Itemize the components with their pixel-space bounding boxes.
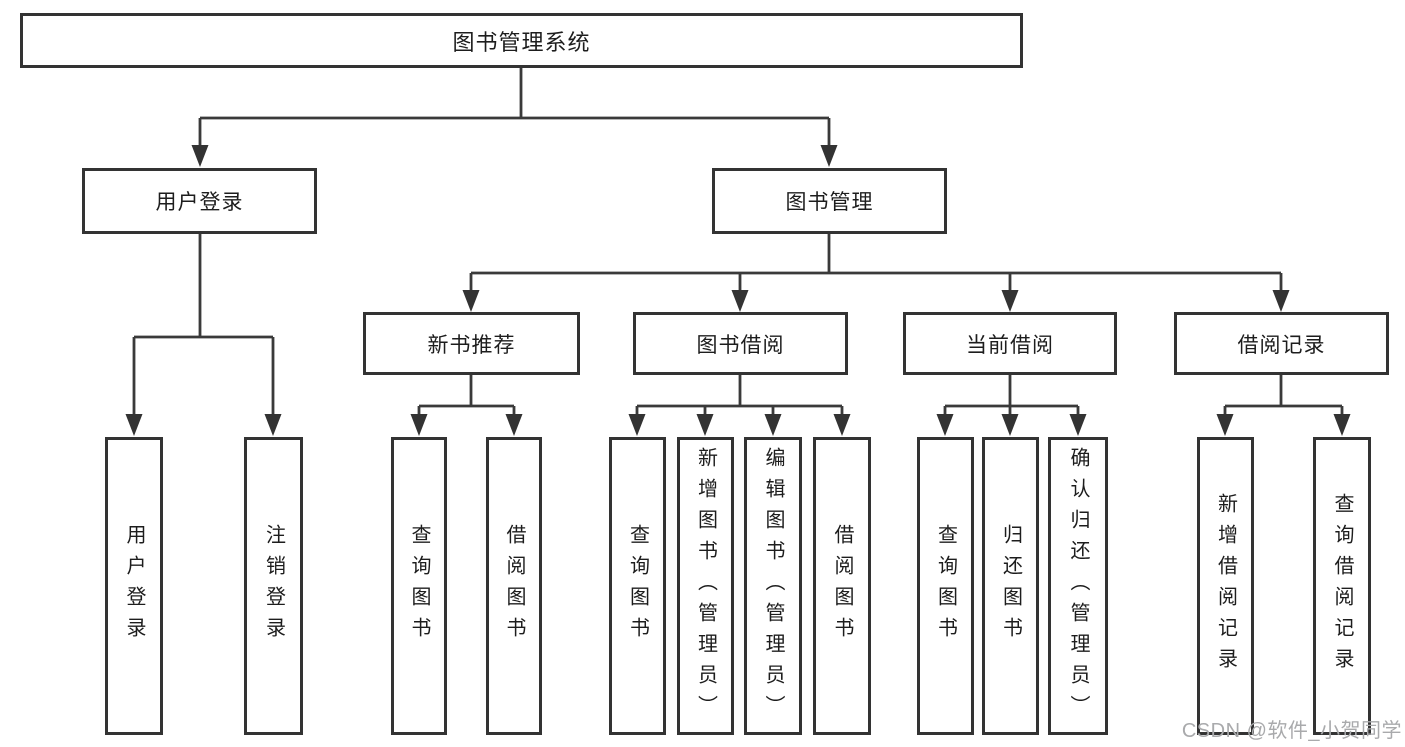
leaf-cb-query-books-label: 查询图书 bbox=[934, 524, 957, 648]
leaf-bb-edit-books: 编辑图书（管理员） bbox=[744, 437, 802, 735]
watermark: CSDN @软件_小贺同学 bbox=[1181, 720, 1402, 742]
node-user-login: 用户登录 bbox=[82, 168, 317, 234]
leaf-cb-confirm-return: 确认归还（管理员） bbox=[1048, 437, 1108, 735]
leaf-logout-label: 注销登录 bbox=[262, 524, 285, 648]
arrowhead-icons bbox=[125, 145, 1351, 436]
node-current-borrow: 当前借阅 bbox=[903, 312, 1117, 375]
leaf-nbr-borrow-books-label: 借阅图书 bbox=[503, 524, 525, 648]
leaf-bb-add-books: 新增图书（管理员） bbox=[677, 437, 734, 735]
leaf-user-login: 用户登录 bbox=[105, 437, 163, 735]
node-new-book-recommend-label: 新书推荐 bbox=[427, 333, 516, 357]
node-book-management: 图书管理 bbox=[712, 168, 947, 234]
leaf-bb-borrow-books: 借阅图书 bbox=[813, 437, 871, 735]
leaf-bb-query-books-label: 查询图书 bbox=[626, 524, 649, 648]
node-new-book-recommend: 新书推荐 bbox=[363, 312, 580, 375]
leaf-nbr-query-books-label: 查询图书 bbox=[408, 524, 430, 648]
leaf-user-login-label: 用户登录 bbox=[123, 524, 145, 648]
node-book-borrow-label: 图书借阅 bbox=[696, 333, 785, 357]
node-root: 图书管理系统 bbox=[20, 13, 1023, 68]
node-current-borrow-label: 当前借阅 bbox=[966, 333, 1054, 357]
leaf-cb-return-books: 归还图书 bbox=[982, 437, 1039, 735]
leaf-cb-confirm-return-label: 确认归还（管理员） bbox=[1067, 446, 1089, 726]
leaf-bb-query-books: 查询图书 bbox=[609, 437, 666, 735]
node-book-management-label: 图书管理 bbox=[785, 191, 874, 214]
leaf-br-add-record: 新增借阅记录 bbox=[1197, 437, 1254, 735]
leaf-nbr-query-books: 查询图书 bbox=[391, 437, 447, 735]
leaf-cb-return-books-label: 归还图书 bbox=[999, 524, 1022, 648]
node-borrow-records-label: 借阅记录 bbox=[1237, 333, 1326, 357]
node-user-login-label: 用户登录 bbox=[155, 191, 244, 214]
leaf-bb-borrow-books-label: 借阅图书 bbox=[831, 524, 853, 648]
node-book-borrow: 图书借阅 bbox=[633, 312, 848, 375]
leaf-br-query-record: 查询借阅记录 bbox=[1313, 437, 1371, 735]
leaf-logout: 注销登录 bbox=[244, 437, 303, 735]
leaf-br-add-record-label: 新增借阅记录 bbox=[1214, 493, 1237, 679]
connector-segments bbox=[132, 68, 1344, 416]
leaf-bb-edit-books-label: 编辑图书（管理员） bbox=[762, 446, 784, 726]
leaf-br-query-record-label: 查询借阅记录 bbox=[1331, 493, 1353, 679]
leaf-cb-query-books: 查询图书 bbox=[917, 437, 974, 735]
leaf-nbr-borrow-books: 借阅图书 bbox=[486, 437, 542, 735]
leaf-bb-add-books-label: 新增图书（管理员） bbox=[694, 446, 717, 726]
node-borrow-records: 借阅记录 bbox=[1174, 312, 1389, 375]
node-root-label: 图书管理系统 bbox=[452, 29, 591, 55]
